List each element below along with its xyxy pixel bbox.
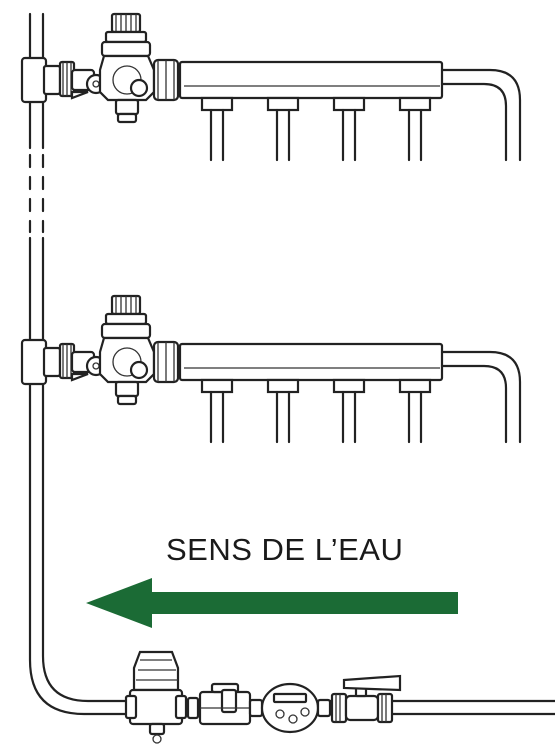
supply-line	[124, 650, 555, 744]
tee-fitting-lower	[20, 338, 62, 386]
mixing-valve-icon	[98, 12, 156, 124]
collector-upper-outlets	[200, 96, 432, 162]
filter-icon	[186, 682, 252, 726]
flow-direction-label: SENS DE L’EAU	[166, 532, 404, 567]
collector-lower-outlets	[200, 378, 432, 444]
water-meter-icon	[248, 682, 332, 734]
riser-pipe	[28, 12, 142, 716]
mixing-valve-icon	[98, 294, 156, 406]
pressure-reducer-icon	[124, 650, 188, 744]
collector-lower	[58, 294, 522, 444]
tee-fitting-upper	[20, 56, 62, 104]
collector-upper	[58, 12, 522, 162]
flow-direction-arrow	[86, 578, 458, 628]
ball-valve-icon	[330, 674, 402, 724]
